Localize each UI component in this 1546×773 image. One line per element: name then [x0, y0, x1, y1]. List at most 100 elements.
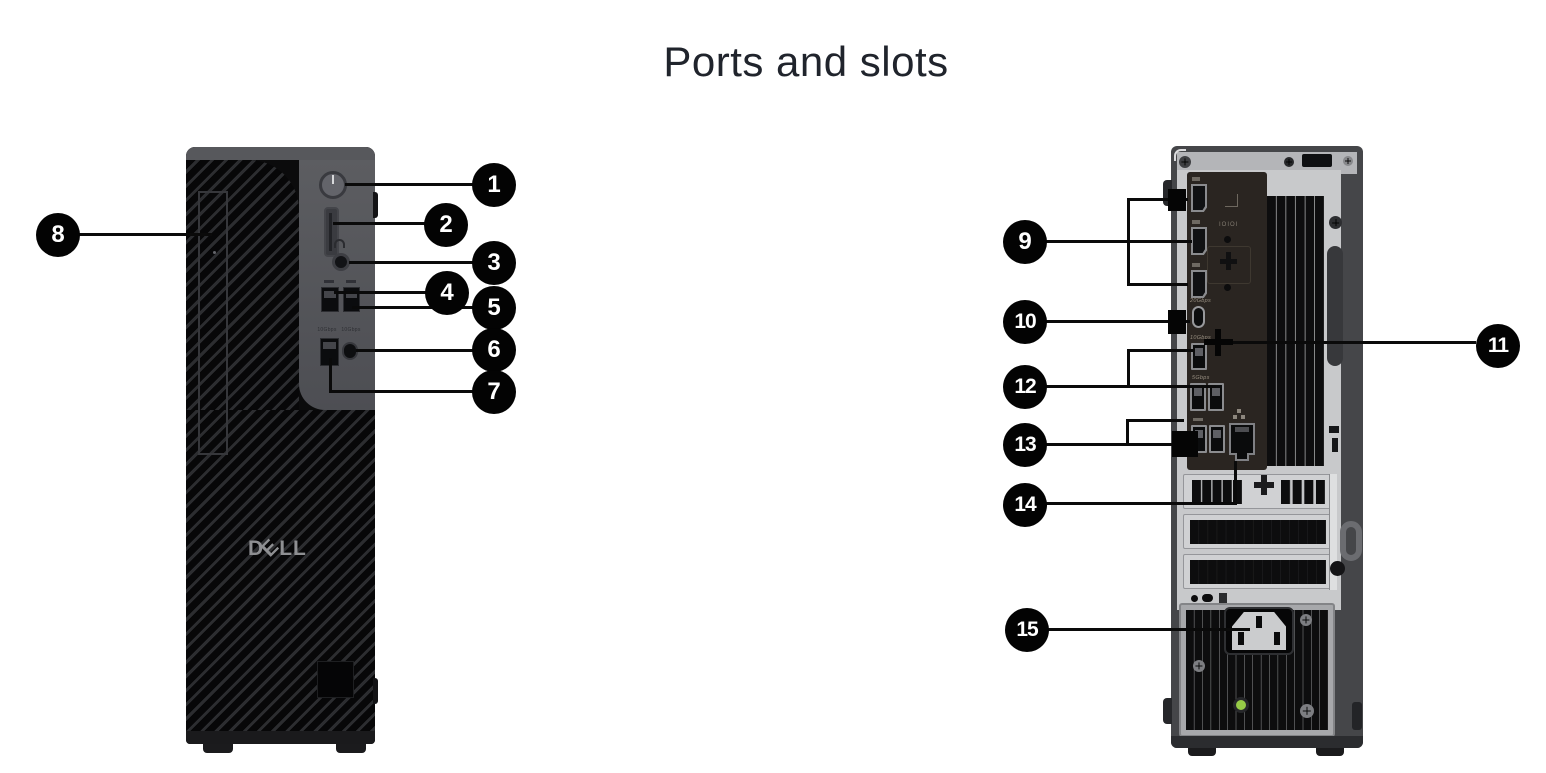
callout-line-6 — [356, 349, 474, 352]
rear-view-tower: IOIOI 20Gbps 10Gbps 5Gbps — [1171, 146, 1363, 748]
side-latch-nub — [1163, 698, 1172, 724]
displayport-2 — [1191, 227, 1207, 255]
callout-line-5 — [352, 306, 474, 309]
callout-line-4 — [334, 291, 427, 294]
front-foot — [336, 744, 366, 753]
optical-drive-eject-hole — [213, 251, 216, 254]
callout-line-9 — [1046, 240, 1192, 243]
front-side-tab — [373, 678, 378, 704]
front-vent-texture — [186, 160, 299, 410]
callout-2: 2 — [424, 203, 468, 247]
callout-4: 4 — [425, 271, 469, 315]
slot-thumbscrew-icon — [1261, 475, 1267, 495]
knockout-dot — [1224, 236, 1231, 243]
serial-port-label: IOIOI — [1219, 222, 1239, 228]
psu-diagnostic-led — [1233, 697, 1249, 713]
power-pin — [1274, 632, 1280, 645]
callout-line-13 — [1126, 419, 1129, 446]
callout-line-3 — [349, 261, 474, 264]
network-icon — [1233, 415, 1237, 419]
displayport-icon — [1192, 177, 1200, 181]
callout-line-9 — [1127, 283, 1188, 286]
callout-15: 15 — [1005, 608, 1049, 652]
expansion-slot-3 — [1183, 554, 1332, 589]
usb-c-speed-label: 20Gbps — [1190, 298, 1212, 304]
headset-icon — [334, 239, 345, 248]
usb-icon — [324, 280, 334, 283]
callout-line-13-end — [1172, 431, 1198, 457]
callout-line-2 — [333, 222, 426, 225]
callout-line-9 — [1127, 198, 1188, 201]
sd-card-slot — [324, 207, 339, 257]
screw-icon — [1300, 614, 1312, 626]
callout-line-1 — [345, 183, 474, 186]
unlock-arrow-icon — [1174, 149, 1186, 161]
displayport-3 — [1191, 270, 1207, 298]
power-button — [319, 171, 347, 199]
callout-line-14 — [1234, 461, 1237, 505]
screw-icon — [1179, 156, 1191, 168]
dell-logo: DELL — [248, 534, 318, 561]
latch-mark — [1329, 426, 1339, 433]
slot-rail — [1329, 474, 1337, 590]
callout-11: 11 — [1476, 324, 1520, 368]
callout-7: 7 — [472, 370, 516, 414]
callout-1: 1 — [472, 163, 516, 207]
usb-10g-speed-label: 10Gbps — [1190, 335, 1212, 341]
screw-icon — [1300, 704, 1314, 718]
rear-usb-5gbps-port-1 — [1190, 383, 1206, 411]
rear-usb-10gbps-port — [1191, 343, 1207, 370]
knockout-plate — [1207, 246, 1251, 284]
callout-line-9 — [1127, 198, 1130, 286]
service-tag-badge — [317, 661, 354, 698]
usb-smartpower-icon — [1193, 418, 1203, 421]
usb-5g-speed-label: 5Gbps — [1192, 375, 1210, 381]
front-usb-c-speed-label: 10Gbps — [341, 327, 361, 333]
rear-foot — [1316, 748, 1344, 756]
headset-jack — [332, 253, 350, 271]
callout-12: 12 — [1003, 365, 1047, 409]
rear-foot — [1188, 748, 1216, 756]
callout-line-12 — [1127, 349, 1130, 388]
callout-line-10-end — [1168, 310, 1186, 334]
callout-line-7 — [329, 390, 474, 393]
handle-recess — [1327, 246, 1343, 366]
slot-perforation — [1281, 480, 1325, 504]
logo-letter: LL — [279, 537, 307, 560]
callout-line-7 — [329, 358, 332, 393]
power-pin — [1238, 632, 1244, 645]
front-port-panel — [299, 160, 375, 410]
io-cover: IOIOI 20Gbps 10Gbps 5Gbps — [1187, 172, 1267, 470]
ethernet-port — [1229, 423, 1255, 455]
screw-icon — [1193, 660, 1205, 672]
power-pin — [1256, 616, 1262, 628]
callout-line-8 — [78, 233, 212, 236]
expansion-slot-1 — [1183, 474, 1332, 509]
screw-icon — [1330, 561, 1345, 576]
front-bottom-bar — [186, 731, 375, 744]
screw-icon — [1284, 157, 1294, 167]
callout-line-12 — [1046, 385, 1216, 388]
logo-letter: D — [248, 537, 265, 560]
callout-line-9-end — [1168, 189, 1186, 211]
knockout-oval — [1202, 594, 1213, 602]
callout-line-10 — [1046, 320, 1190, 323]
alignment-mark — [1225, 194, 1238, 207]
optical-drive-bay — [198, 191, 228, 455]
front-top-cap — [186, 147, 375, 160]
callout-13: 13 — [1003, 423, 1047, 467]
displayport-1 — [1191, 184, 1207, 212]
slot-perforation — [1190, 560, 1326, 584]
knockout-square — [1219, 593, 1227, 604]
rear-usb-480mbps-port-2 — [1209, 425, 1225, 453]
callout-6: 6 — [472, 328, 516, 372]
front-foot — [203, 744, 233, 753]
stand-hook — [1352, 702, 1362, 730]
displayport-icon — [1192, 263, 1200, 267]
rear-usb-c-port — [1192, 306, 1205, 328]
rear-bottom-bar — [1171, 736, 1363, 748]
latch-mark — [1332, 438, 1338, 452]
ethernet-port-tab — [1235, 453, 1249, 461]
front-side-tab — [373, 192, 378, 218]
